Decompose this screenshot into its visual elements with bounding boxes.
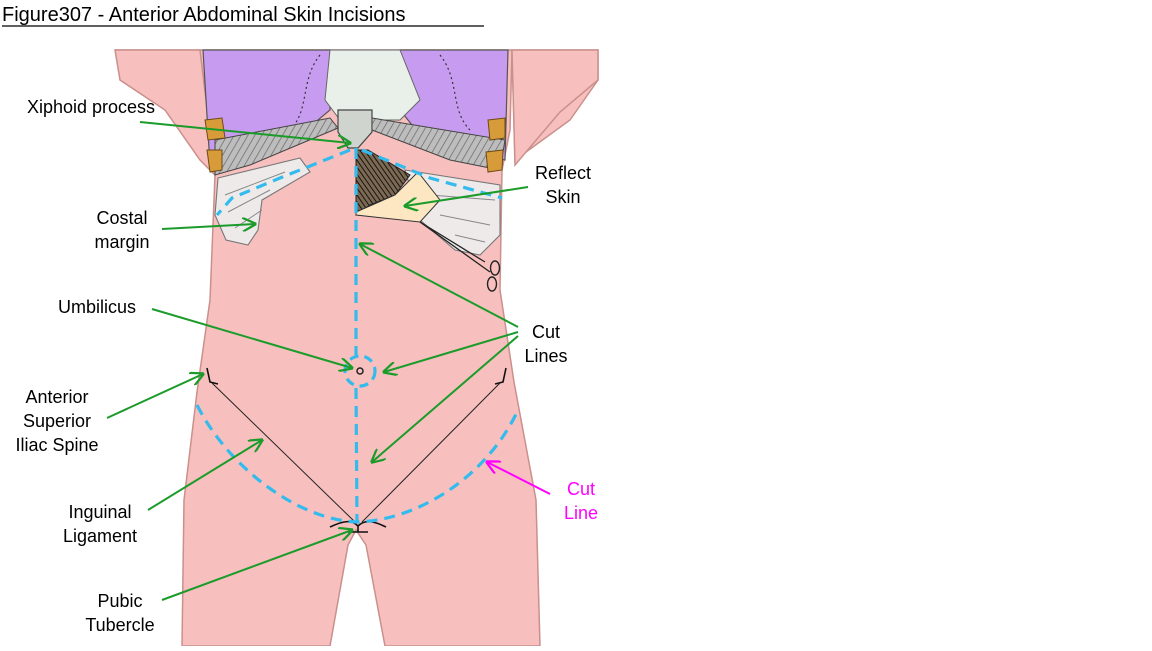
label-reflect-line1: Reflect [535, 163, 591, 183]
label-pubic-line1: Pubic [97, 591, 142, 611]
pointer-reflect-skin [405, 186, 529, 206]
intercostal-right-2 [485, 149, 504, 173]
pointer-pubic [161, 530, 352, 601]
labels: Xiphoid process Costal margin Umbilicus … [15, 97, 598, 635]
label-reflect-line2: Skin [545, 187, 580, 207]
pointer-inguinal [147, 440, 262, 511]
forceps-icon [419, 221, 491, 273]
label-asis-line1: Anterior [25, 387, 88, 407]
left-shoulder [114, 49, 217, 178]
label-pubic-line2: Tubercle [85, 615, 154, 635]
right-shoulder [511, 49, 599, 167]
pointer-cut-line [487, 462, 551, 495]
label-cut-lines-line2: Lines [524, 346, 567, 366]
label-inguinal-line1: Inguinal [68, 502, 131, 522]
pointer-umbilicus [151, 308, 352, 368]
label-asis-line3: Iliac Spine [15, 435, 98, 455]
label-umbilicus: Umbilicus [58, 297, 136, 317]
label-cut-lines-line1: Cut [532, 322, 560, 342]
thoracic-region [202, 49, 509, 292]
forceps-handle-1 [489, 260, 501, 276]
cut-line-costal-left [215, 148, 351, 217]
costal-cartilage-right [371, 117, 506, 171]
umbilicus-mark [356, 367, 364, 375]
pointer-cut-lines-2 [384, 331, 519, 372]
label-costal-line1: Costal [96, 208, 147, 228]
pointer-costal [161, 224, 255, 229]
inguinal-ligament-right [361, 382, 501, 523]
label-inguinal-line2: Ligament [63, 526, 137, 546]
intercostal-right-1 [487, 117, 506, 141]
inguinal-ligament-left [211, 382, 356, 523]
figure-title: Figure307 - Anterior Abdominal Skin Inci… [2, 4, 406, 26]
label-costal-line2: margin [94, 232, 149, 252]
cut-line-costal-right [361, 148, 503, 200]
pelvic-landmarks [206, 367, 507, 533]
cut-line-midline-lower [354, 387, 359, 523]
intercostal-left-2 [206, 149, 223, 173]
label-cut-line-line2: Line [564, 503, 598, 523]
forceps-handle-2 [486, 276, 498, 292]
lower-ribs-left [214, 157, 311, 246]
label-xiphoid: Xiphoid process [27, 97, 155, 117]
label-cut-line-line1: Cut [567, 479, 595, 499]
pointer-asis [106, 374, 203, 419]
asis-left-mark [206, 367, 219, 385]
pointer-lines [106, 121, 529, 601]
label-asis-line2: Superior [23, 411, 91, 431]
heart-region [324, 49, 421, 121]
pointer-xiphoid [139, 121, 350, 143]
asis-right-mark [494, 367, 507, 385]
cut-line-inguinal-arc [195, 404, 520, 524]
pointer-cut-lines-3 [372, 335, 519, 462]
pointer-cut-lines-1 [360, 244, 519, 328]
